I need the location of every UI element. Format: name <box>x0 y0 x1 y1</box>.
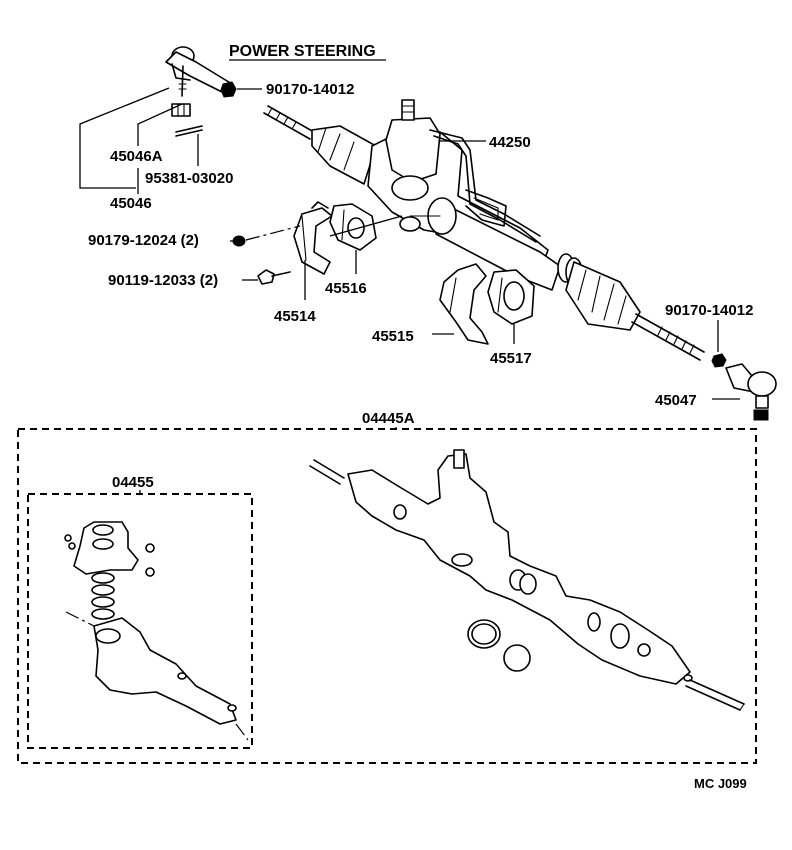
part-label-95381-03020: 95381-03020 <box>145 170 233 187</box>
part-label-45514: 45514 <box>274 308 316 325</box>
part-label-90179-12024: 90179-12024 (2) <box>88 232 199 249</box>
grommet-45516 <box>329 203 377 251</box>
cotter-pin-95381 <box>175 125 203 137</box>
bracket-45514 <box>293 201 333 275</box>
lock-nut-90170-lower <box>711 353 727 368</box>
part-label-90119-12033: 90119-12033 (2) <box>108 272 218 289</box>
part-label-45516: 45516 <box>325 280 367 297</box>
small-kit-housing <box>65 611 249 741</box>
part-label-45515: 45515 <box>372 328 414 345</box>
bracket-45515 <box>439 263 489 345</box>
part-label-45047: 45047 <box>655 392 697 409</box>
leader-bush-left <box>329 215 403 237</box>
part-label-44250: 44250 <box>489 134 531 151</box>
part-label-45517: 45517 <box>490 350 532 367</box>
part-label-45046: 45046 <box>110 195 152 212</box>
kit-box-04455 <box>27 493 253 749</box>
diagram-title: POWER STEERING <box>229 43 376 60</box>
castle-nut-45046a <box>171 103 191 117</box>
part-label-90170-14012-upper: 90170-14012 <box>266 81 354 98</box>
axis-90179 <box>245 225 301 241</box>
diagram-code: MC J099 <box>694 776 747 791</box>
steering-rack-assembly <box>263 99 705 361</box>
small-kit-seals <box>64 521 155 620</box>
part-label-45046a: 45046A <box>110 148 163 165</box>
large-kit-housing <box>309 449 745 711</box>
tie-rod-end-right <box>725 363 777 421</box>
kit-label-04455: 04455 <box>112 474 154 491</box>
part-label-90170-14012-lower: 90170-14012 <box>665 302 753 319</box>
leader-45046a <box>137 103 183 146</box>
bolt-90119 <box>257 269 291 285</box>
large-kit-orings <box>467 619 531 672</box>
leader-45046-bracket <box>79 87 170 189</box>
kit-label-04445a: 04445A <box>362 410 415 427</box>
grommet-45517 <box>487 269 535 325</box>
kit-box-04445a <box>17 428 757 764</box>
lock-nut-90170-upper <box>220 81 237 98</box>
nut-90179 <box>232 235 246 247</box>
